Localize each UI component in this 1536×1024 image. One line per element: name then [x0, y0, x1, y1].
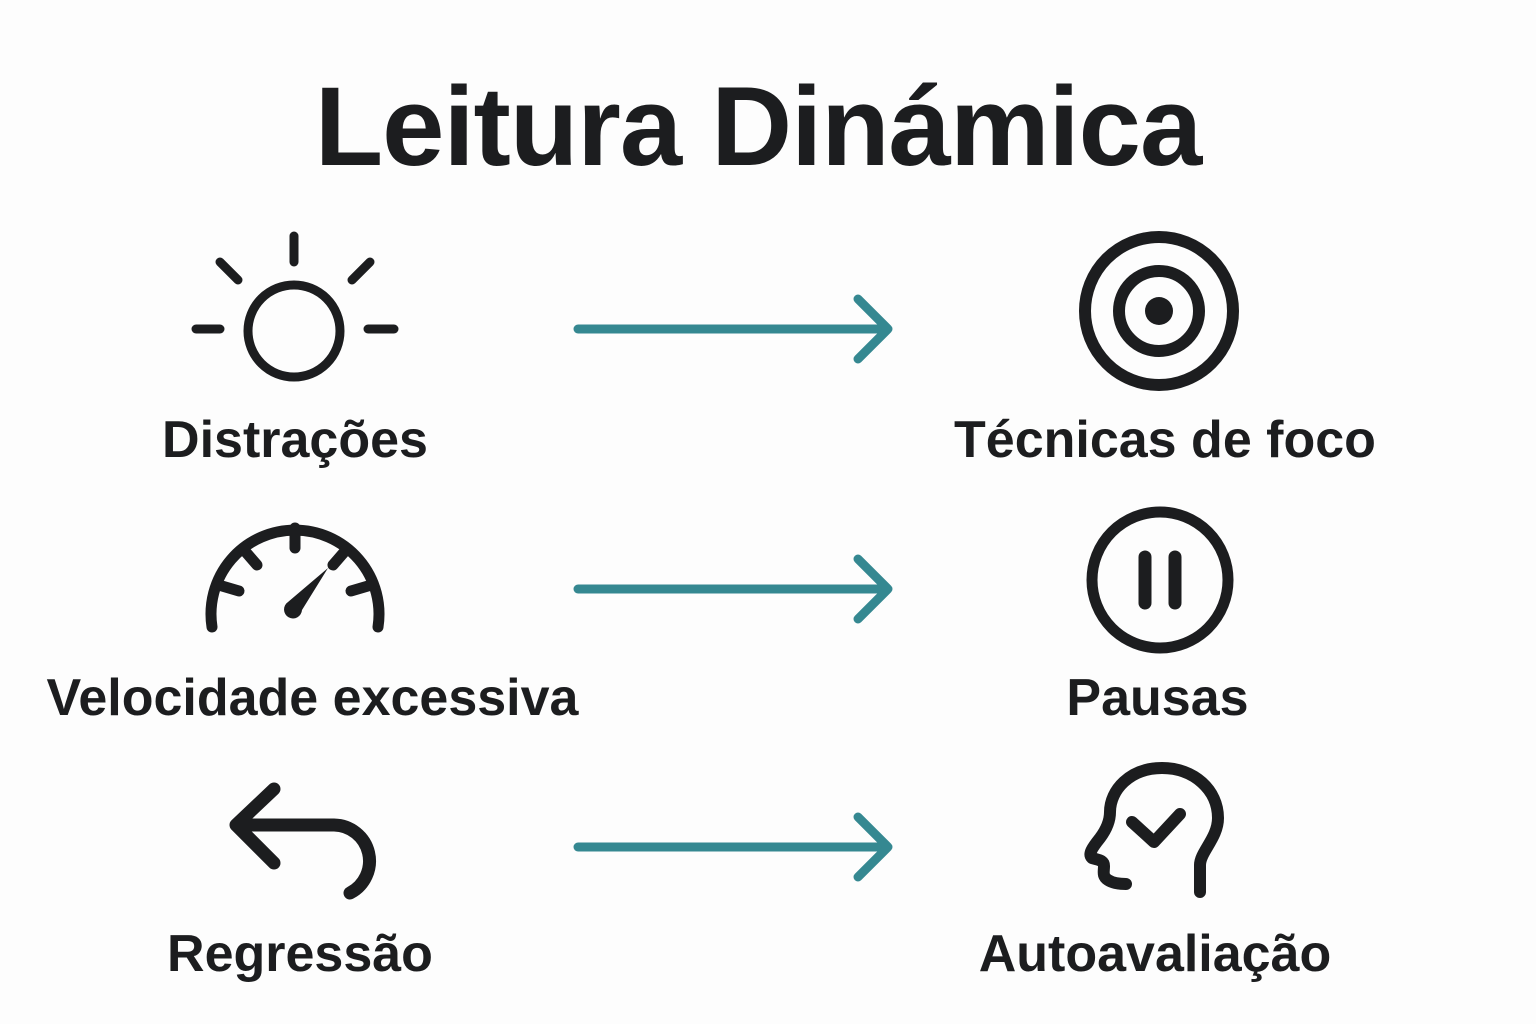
head-check-icon — [1078, 760, 1234, 905]
solution-label-focus-techniques: Técnicas de foco — [954, 411, 1376, 469]
arrow-right-icon — [570, 549, 900, 629]
speedometer-icon — [198, 510, 394, 638]
problem-label-distractions: Distrações — [162, 411, 428, 469]
arrow-right-icon — [570, 807, 900, 887]
solution-label-self-assessment: Autoavaliação — [978, 925, 1332, 983]
arrow-right-icon — [570, 289, 900, 369]
undo-arrow-icon — [222, 775, 382, 910]
problem-label-regression: Regressão — [167, 925, 433, 983]
sun-icon — [188, 228, 402, 388]
diagram-title: Leitura Dinámica — [314, 64, 1203, 189]
solution-label-pauses: Pausas — [1066, 669, 1249, 727]
problem-label-excessive-speed: Velocidade excessiva — [46, 669, 579, 727]
target-icon — [1075, 227, 1243, 395]
pause-circle-icon — [1083, 503, 1237, 657]
